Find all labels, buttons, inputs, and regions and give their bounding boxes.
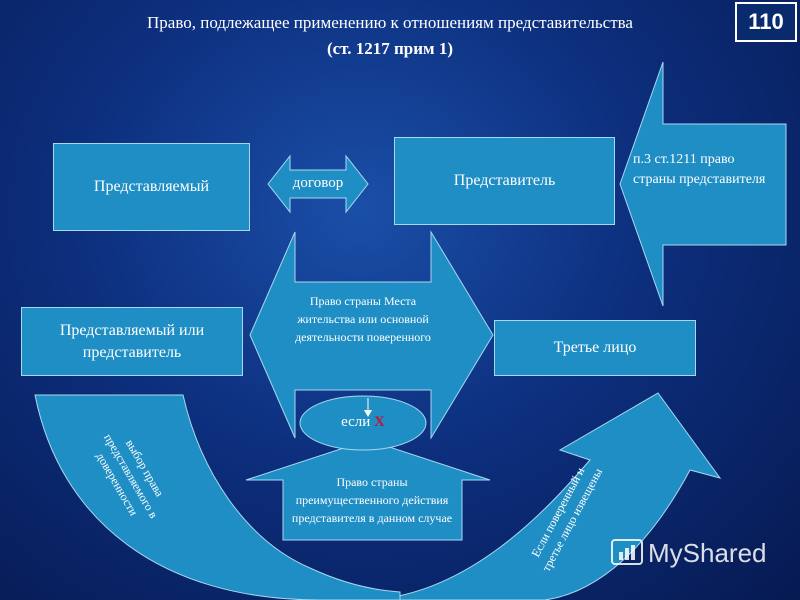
third-party-box: Третье лицо <box>494 320 696 376</box>
principal-or-representative-label: Представляемый или представитель <box>59 321 205 361</box>
central-vertical-arrow <box>249 230 494 440</box>
if-x-prefix: если <box>341 414 371 430</box>
principal-or-representative-box: Представляемый или представитель <box>21 307 243 376</box>
myshared-logo-icon <box>611 539 643 565</box>
principal-box: Представляемый <box>53 143 250 231</box>
left-curved-arrow <box>34 394 401 600</box>
principal-label: Представляемый <box>93 178 210 195</box>
rep-country-law-label: п.3 ст.1211 право страны представителя <box>633 152 766 187</box>
slide-title: Право, подлежащее применению к отношения… <box>30 10 750 62</box>
if-x-pointer-head <box>364 410 372 417</box>
country-law-main-label: Право страны Места жительства или основн… <box>295 294 431 344</box>
watermark-brand: MyShared <box>648 538 767 568</box>
priority-law-label: Право страны преимущественного действия … <box>291 475 453 525</box>
right-curved-arrow <box>359 392 722 600</box>
third-party-label: Третье лицо <box>553 339 637 356</box>
if-x-label: если X <box>310 414 416 431</box>
representative-box: Представитель <box>394 137 615 225</box>
slide-number-badge: 110 <box>735 2 797 42</box>
representative-label: Представитель <box>453 172 556 189</box>
title-line-1: Право, подлежащее применению к отношения… <box>147 13 633 32</box>
if-x-ellipse <box>299 395 427 451</box>
left-pointing-arrow <box>619 61 787 307</box>
contract-label: договор <box>292 175 344 191</box>
if-x-mark: X <box>374 414 385 430</box>
contract-double-arrow <box>267 154 369 214</box>
title-line-2: (ст. 1217 прим 1) <box>326 39 454 58</box>
